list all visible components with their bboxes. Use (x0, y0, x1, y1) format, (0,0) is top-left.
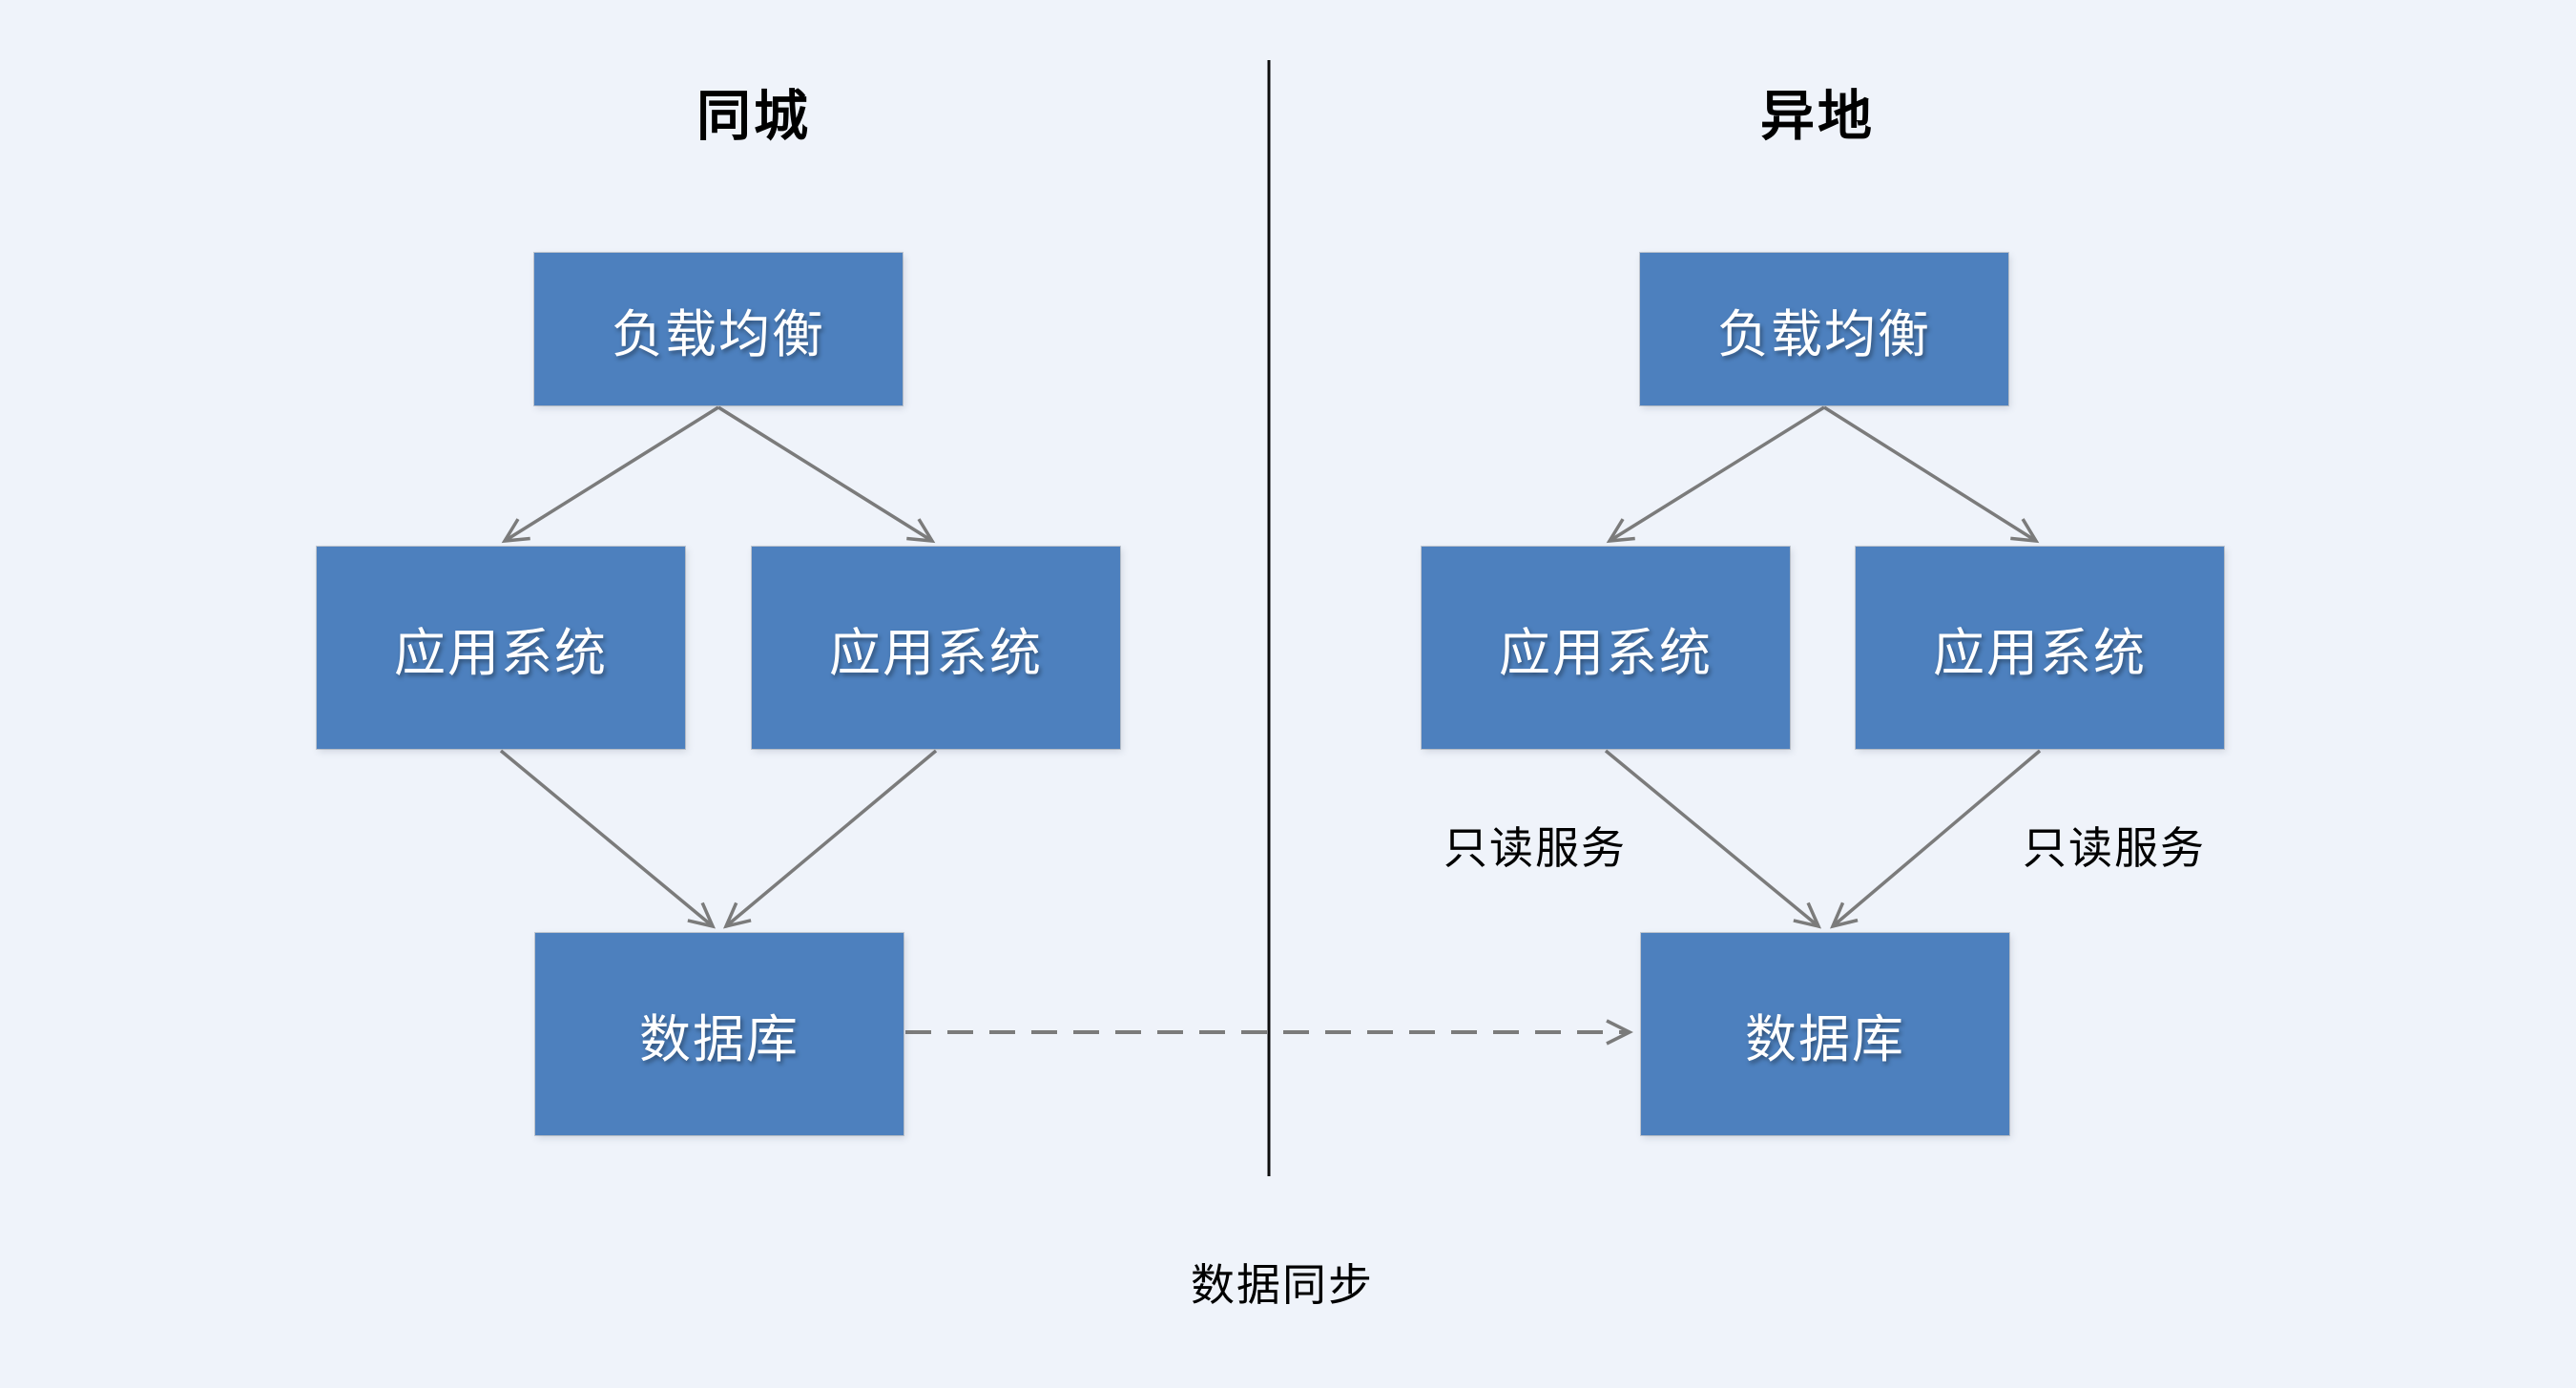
node-local-app-system-2: 应用系统 (752, 547, 1120, 749)
arrow-right-app1-to-db (1604, 749, 1822, 929)
node-local-app-system-1: 应用系统 (317, 547, 685, 749)
node-remote-app-system-2: 应用系统 (1856, 547, 2224, 749)
arrow-left-lb-to-app2 (717, 405, 936, 544)
arrow-right-lb-to-app1 (1606, 405, 1825, 544)
arrow-left-app1-to-db (499, 749, 717, 929)
edge-label-data-sync: 数据同步 (1191, 1260, 1374, 1310)
node-local-database: 数据库 (535, 933, 904, 1135)
arrow-right-lb-to-app2 (1823, 405, 2040, 544)
node-local-load-balancer: 负载均衡 (534, 253, 903, 405)
node-remote-app-system-1: 应用系统 (1422, 547, 1790, 749)
arrow-left-lb-to-app1 (501, 405, 719, 544)
arrow-right-app2-to-db (1830, 749, 2042, 929)
edge-label-readonly-right: 只读服务 (2023, 823, 2206, 873)
edge-label-readonly-left: 只读服务 (1444, 823, 1627, 873)
section-title-remote: 异地 (1760, 86, 1875, 147)
node-remote-load-balancer: 负载均衡 (1640, 253, 2008, 405)
node-remote-database: 数据库 (1641, 933, 2009, 1135)
section-title-local: 同城 (696, 86, 811, 147)
arrow-left-app2-to-db (722, 749, 938, 929)
